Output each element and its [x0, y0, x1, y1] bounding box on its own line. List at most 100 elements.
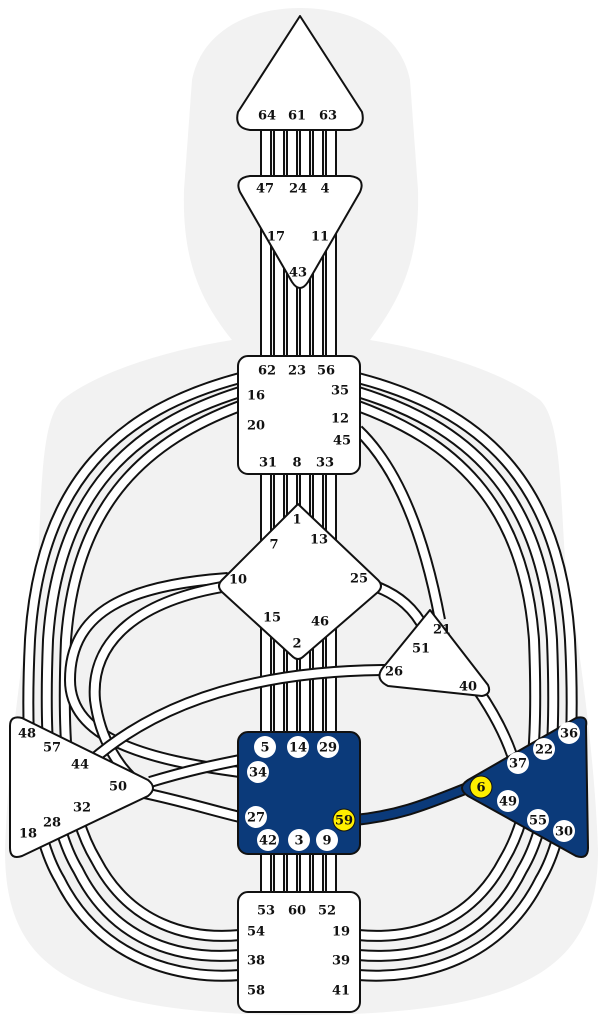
- gate-12-throat: 12: [331, 412, 349, 427]
- gate-24-ajna: 24: [289, 182, 307, 197]
- centers-layer: [9, 15, 589, 1013]
- gate-31-label: 31: [259, 456, 277, 471]
- gate-8-label: 8: [292, 456, 301, 471]
- gate-38-label: 38: [247, 954, 265, 969]
- gate-30-label: 30: [555, 825, 573, 840]
- channel-57-34: [148, 756, 241, 786]
- center-head: [236, 15, 364, 131]
- gate-9-label: 9: [322, 834, 331, 849]
- gate-39-root: 39: [332, 954, 350, 969]
- gate-54-root: 54: [247, 925, 265, 940]
- gate-25-g-center: 25: [350, 572, 368, 587]
- gate-63-head: 63: [319, 109, 337, 124]
- gate-35-label: 35: [331, 384, 349, 399]
- gate-6-label: 6: [476, 781, 485, 796]
- gate-22-label: 22: [535, 743, 553, 758]
- gate-27-marker: [245, 806, 267, 828]
- gate-14-marker: [287, 736, 309, 758]
- gate-5-sacral: 5: [254, 736, 276, 758]
- center-sacral: [237, 731, 361, 855]
- gate-5-label: 5: [260, 741, 269, 756]
- gate-64-label: 64: [258, 109, 276, 124]
- gate-37-label: 37: [509, 757, 527, 772]
- gate-10-g-center: 10: [229, 573, 247, 588]
- center-g: [218, 503, 382, 660]
- gate-41-root: 41: [332, 984, 350, 999]
- center-spleen: [9, 716, 154, 858]
- gate-15-label: 15: [263, 611, 281, 626]
- gate-20-throat: 20: [247, 419, 265, 434]
- gate-18-spleen: 18: [19, 827, 37, 842]
- gate-38-root: 38: [247, 954, 265, 969]
- gate-2-g-center: 2: [292, 637, 301, 652]
- gate-35-throat: 35: [331, 384, 349, 399]
- gate-46-g-center: 46: [311, 615, 329, 630]
- channel-left-arc-3: [60, 402, 242, 940]
- gate-47-label: 47: [256, 182, 274, 197]
- gate-43-ajna: 43: [289, 266, 307, 281]
- gate-11-label: 11: [311, 230, 329, 245]
- gate-49-label: 49: [499, 795, 517, 810]
- gate-42-marker: [257, 829, 279, 851]
- gate-18-label: 18: [19, 827, 37, 842]
- gate-64-head: 64: [258, 109, 276, 124]
- gate-31-throat: 31: [259, 456, 277, 471]
- channel-throat-ego: [355, 427, 444, 621]
- gate-16-throat: 16: [247, 389, 265, 404]
- gate-7-label: 7: [269, 538, 278, 553]
- gate-29-marker: [317, 736, 339, 758]
- gate-28-label: 28: [43, 816, 61, 831]
- gate-39-label: 39: [332, 954, 350, 969]
- gate-37-solar-plexus: 37: [507, 752, 529, 774]
- gate-51-ego: 51: [412, 642, 430, 657]
- gate-14-label: 14: [289, 741, 307, 756]
- gate-50-label: 50: [109, 780, 127, 795]
- gate-60-label: 60: [288, 904, 306, 919]
- gate-37-marker: [507, 752, 529, 774]
- gate-33-throat: 33: [316, 456, 334, 471]
- gate-5-marker: [254, 736, 276, 758]
- gate-23-throat: 23: [288, 364, 306, 379]
- gate-51-label: 51: [412, 642, 430, 657]
- gate-13-label: 13: [310, 533, 328, 548]
- gate-53-label: 53: [257, 904, 275, 919]
- channel-26-44: [87, 666, 391, 765]
- gate-22-solar-plexus: 22: [533, 738, 555, 760]
- gate-58-root: 58: [247, 984, 265, 999]
- gate-27-label: 27: [247, 811, 265, 826]
- gate-19-root: 19: [332, 925, 350, 940]
- gate-26-ego: 26: [385, 665, 403, 680]
- gate-41-label: 41: [332, 984, 350, 999]
- gate-55-label: 55: [529, 814, 547, 829]
- gate-17-ajna: 17: [267, 230, 285, 245]
- gate-21-ego: 21: [433, 623, 451, 638]
- gate-59-label: 59: [335, 814, 353, 829]
- gate-7-g-center: 7: [269, 538, 278, 553]
- gate-52-label: 52: [318, 904, 336, 919]
- gate-45-label: 45: [333, 434, 351, 449]
- gate-63-label: 63: [319, 109, 337, 124]
- gate-62-label: 62: [258, 364, 276, 379]
- gate-54-label: 54: [247, 925, 265, 940]
- gate-22-marker: [533, 738, 555, 760]
- gate-11-ajna: 11: [311, 230, 329, 245]
- gate-24-label: 24: [289, 182, 307, 197]
- gate-30-marker: [553, 820, 575, 842]
- gate-26-label: 26: [385, 665, 403, 680]
- gate-55-marker: [527, 809, 549, 831]
- gate-61-head: 61: [288, 109, 306, 124]
- gate-32-spleen: 32: [73, 801, 91, 816]
- channel-10-34: [65, 574, 241, 776]
- gate-48-label: 48: [18, 727, 36, 742]
- gate-15-g-center: 15: [263, 611, 281, 626]
- gate-10-label: 10: [229, 573, 247, 588]
- gate-52-root: 52: [318, 904, 336, 919]
- gate-42-sacral: 42: [257, 829, 279, 851]
- gate-25-label: 25: [350, 572, 368, 587]
- channel-right-arc-3: [356, 402, 540, 940]
- gate-30-solar-plexus: 30: [553, 820, 575, 842]
- gate-2-label: 2: [292, 637, 301, 652]
- gate-36-marker: [558, 722, 580, 744]
- gate-4-label: 4: [320, 182, 329, 197]
